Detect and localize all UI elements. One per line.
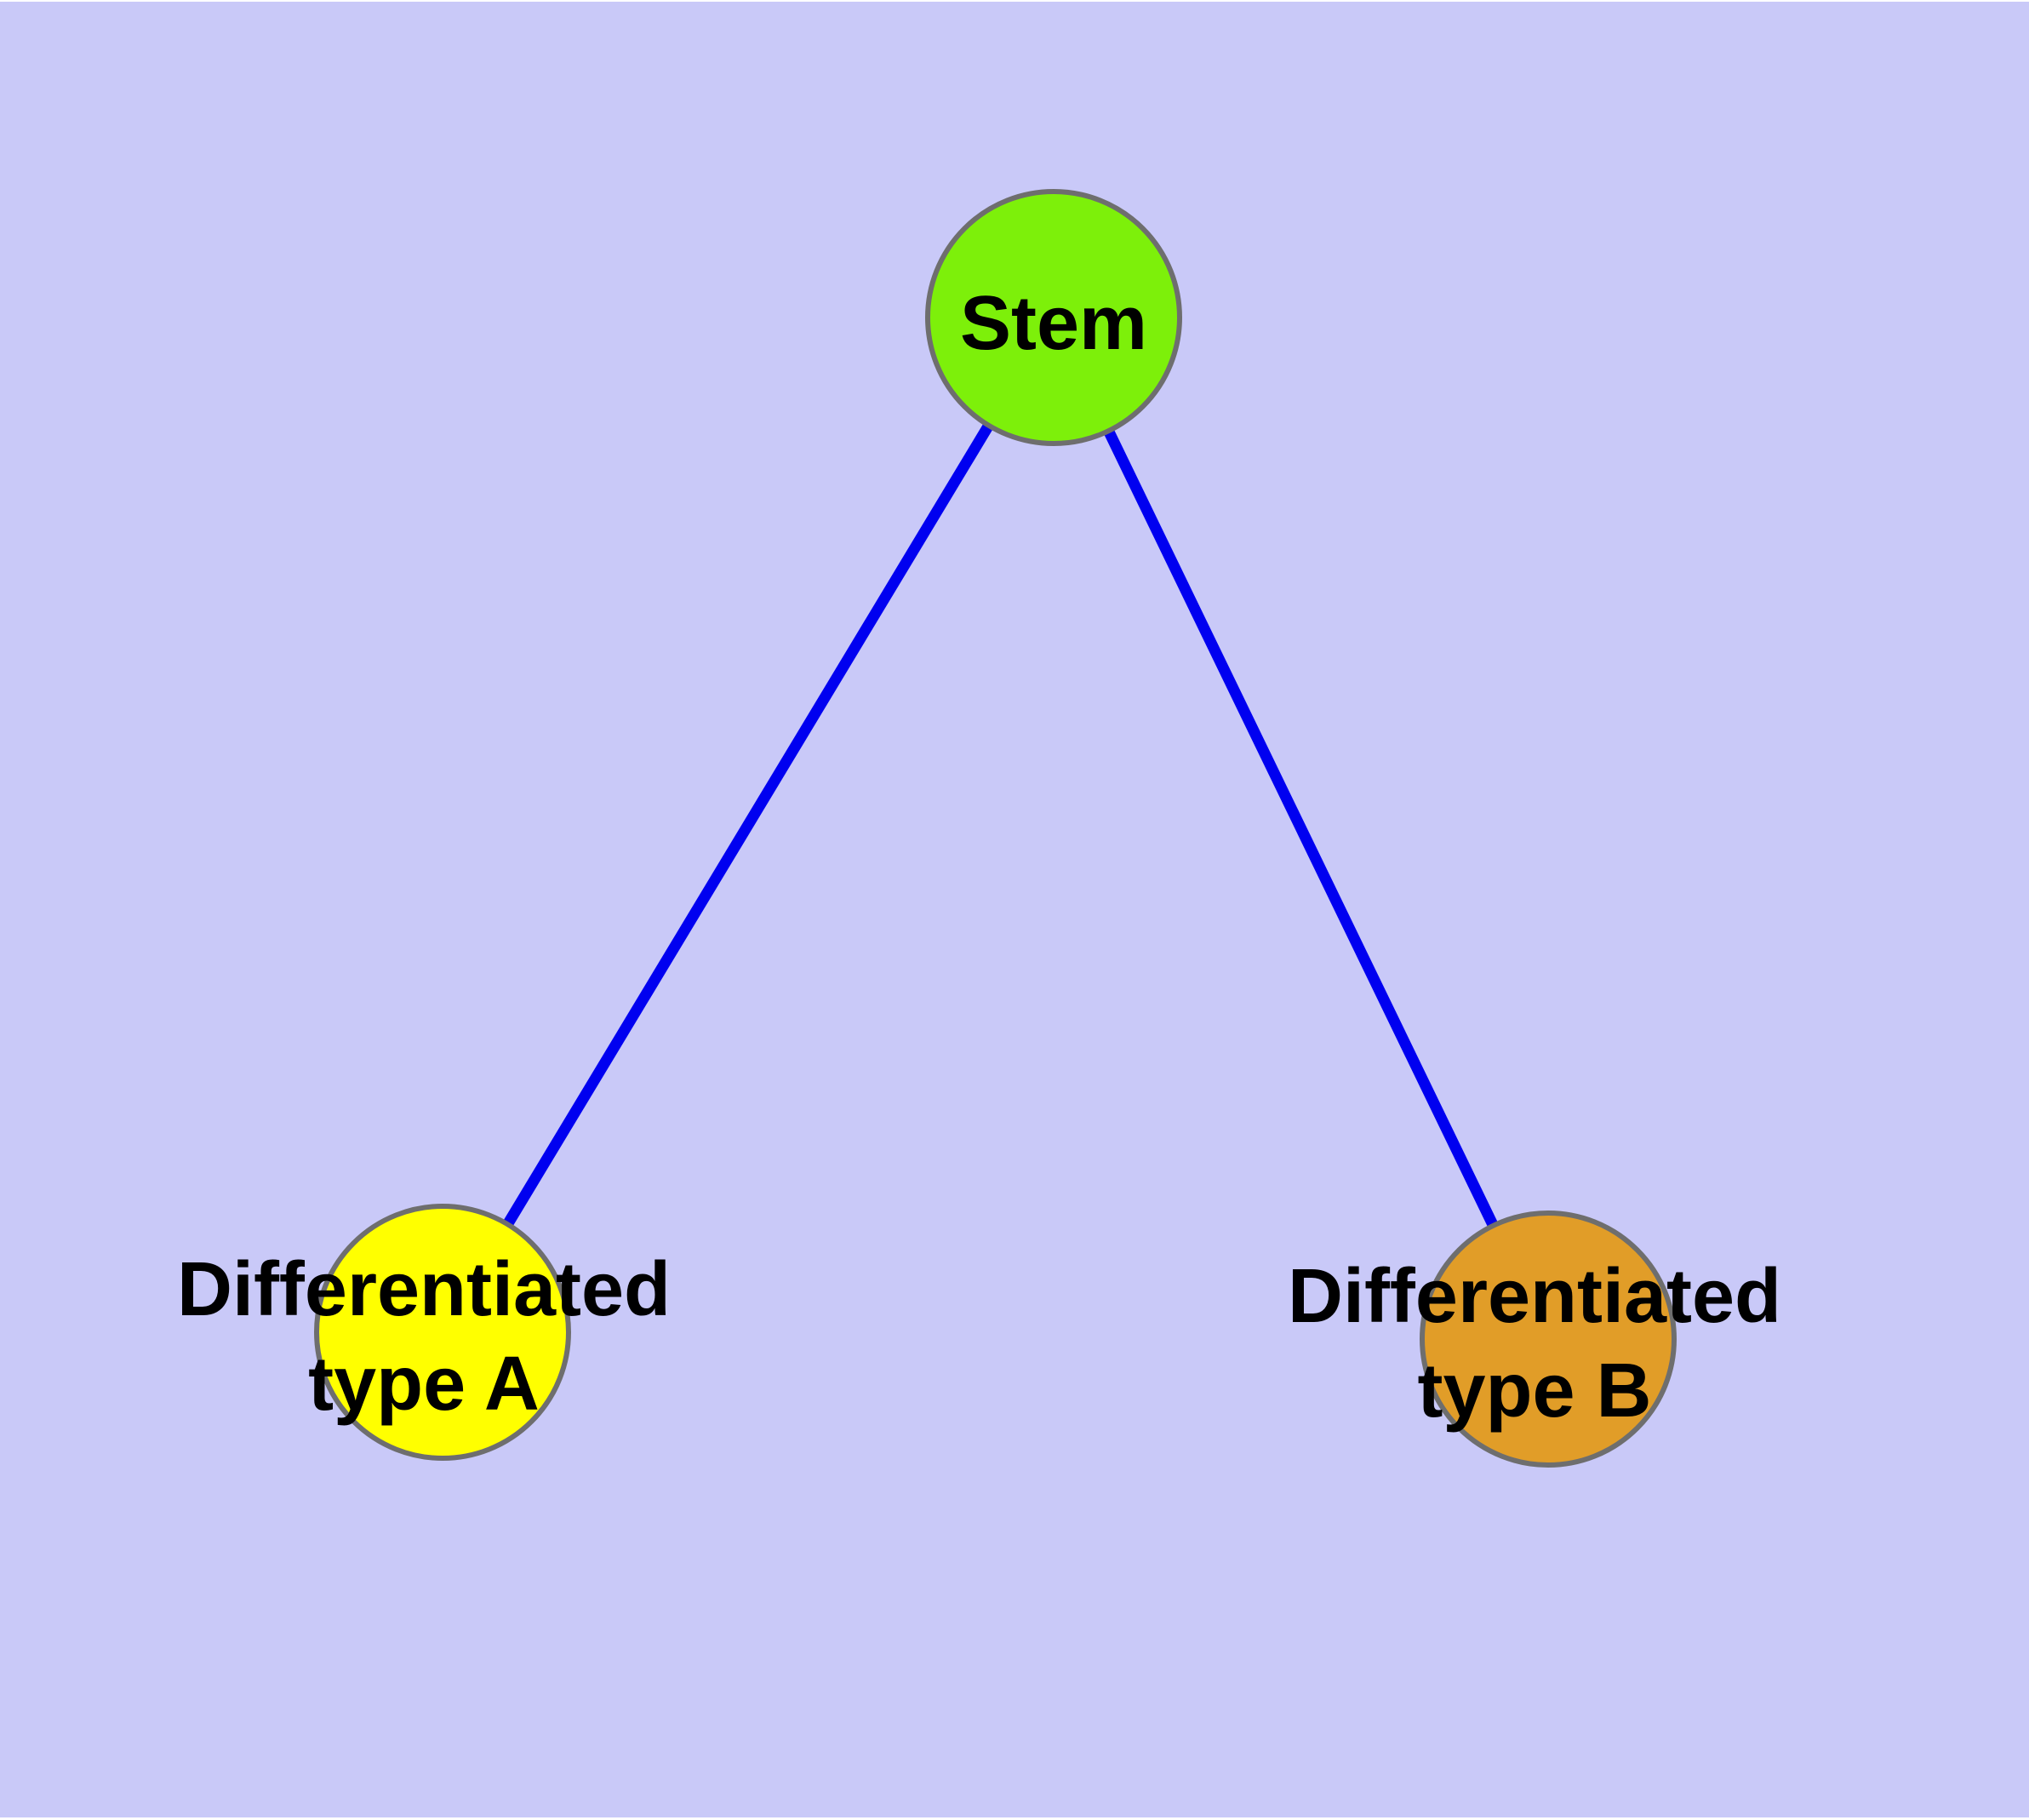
node-differentiated-type-b — [1420, 1210, 1677, 1468]
node-type-a-label-line2: type A — [308, 1342, 540, 1427]
node-differentiated-type-a — [314, 1204, 571, 1461]
node-type-b-label-line1: Differentiated — [1288, 1254, 1781, 1339]
node-stem — [925, 189, 1182, 446]
edge-stem-to-type-b — [1049, 315, 1553, 1342]
node-stem-label: Stem — [960, 281, 1147, 366]
node-type-a-label-line1: Differentiated — [177, 1247, 671, 1332]
node-type-b-label-line2: type B — [1417, 1348, 1651, 1434]
edge-stem-to-type-a — [437, 314, 1059, 1336]
